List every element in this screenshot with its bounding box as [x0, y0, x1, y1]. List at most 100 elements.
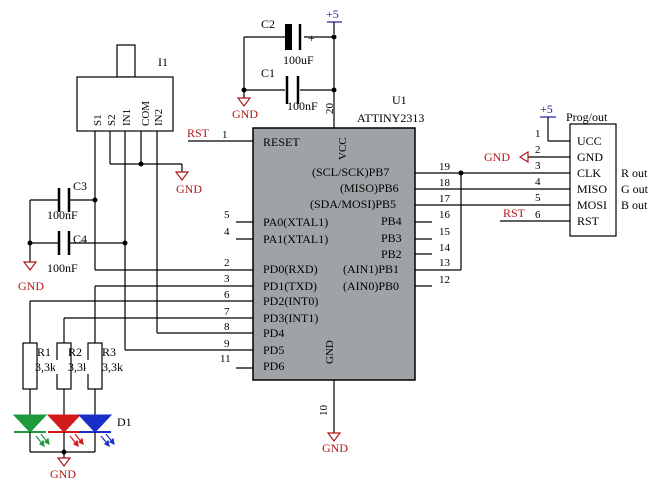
- sensor-tab: [116, 44, 136, 78]
- ground-label-caps: GND: [232, 107, 258, 121]
- chip-gnd-pin-number: 10: [318, 405, 330, 417]
- connector-title: Prog/out: [566, 110, 608, 124]
- led-blue-diode: [77, 414, 113, 433]
- connector-note-g-out: G out: [621, 182, 649, 196]
- led-red-arrows: [69, 433, 84, 448]
- ground-label-c3-c4: GND: [18, 279, 44, 293]
- chip-pin-number-1: 1: [222, 129, 228, 141]
- led-red-diode: [46, 414, 82, 433]
- chip-pin-label-pb2: PB2: [381, 247, 402, 261]
- ground-symbol-c3-c4: [22, 261, 38, 271]
- capacitor-c4-ref: C4: [73, 232, 87, 246]
- chip-pin-number-7: 7: [224, 306, 230, 318]
- capacitor-c4-value: 100nF: [47, 261, 78, 275]
- tilt-sensor-i1: I1 S1 S2 IN1 COM IN2: [76, 44, 174, 132]
- sensor-pin-com: COM: [140, 101, 152, 126]
- supply-section: +5 + C2 100uF C1 100nF GND: [232, 7, 342, 128]
- ground-label-led: GND: [50, 467, 76, 481]
- connector-note-r-out: R out: [621, 166, 648, 180]
- chip-pin-number-8: 8: [224, 321, 230, 333]
- connector-note-b-out: B out: [621, 198, 648, 212]
- chip-pin-number-18: 18: [439, 177, 451, 189]
- connector-body: [569, 123, 617, 237]
- connector-pin-number-3: 3: [535, 160, 541, 172]
- chip-pin-number-9: 9: [224, 338, 230, 350]
- reset-net-label-right: RST: [503, 206, 526, 220]
- resistor-r1-value: 3,3k: [35, 360, 56, 374]
- capacitor-c3-value: 100nF: [47, 208, 78, 222]
- connector-pin-label-clk: CLK: [577, 166, 601, 180]
- chip-pin-label-reset: RESET: [263, 135, 300, 149]
- supply-label-top: +5: [326, 7, 339, 21]
- connector-pin-label-ucc: UCC: [577, 134, 602, 148]
- led-ref: D1: [117, 415, 132, 429]
- chip-pin-label-pd6: PD6: [263, 359, 284, 373]
- resistor-r2-ref: R2: [68, 345, 82, 359]
- chip-pin-label-pb3: PB3: [381, 231, 402, 245]
- ground-symbol-connector: [518, 150, 529, 164]
- sensor-pin-s1: S1: [92, 114, 104, 126]
- connector-pin-label-rst: RST: [577, 214, 600, 228]
- sensor-body: [76, 76, 174, 132]
- chip-pin-number-15: 15: [439, 226, 451, 238]
- chip-vcc-pin-number: 20: [324, 103, 336, 115]
- capacitor-c2-plate: [285, 24, 292, 50]
- chip-pin-number-12: 12: [439, 274, 450, 286]
- programming-wires: RST 6 GND +5 1 2 3 4 5: [415, 102, 570, 271]
- ground-symbol-chip: [326, 432, 342, 442]
- chip-pin-number-17: 17: [439, 193, 451, 205]
- chip-vcc-label: VCC: [337, 137, 349, 160]
- chip-pin-number-16: 16: [439, 209, 451, 221]
- capacitor-c1-ref: C1: [261, 66, 275, 80]
- chip-pin-label-pb4: PB4: [381, 214, 402, 228]
- ground-label-sensor: GND: [176, 182, 202, 196]
- connector-pin-number-2: 2: [535, 144, 541, 156]
- chip-pin-label-pd3: PD3(INT1): [263, 311, 318, 325]
- connector-pin-label-miso: MISO: [577, 182, 607, 196]
- capacitor-c2-value: 100uF: [283, 53, 314, 67]
- led-blue-arrows: [100, 433, 115, 448]
- chip-pin-label-pd0: PD0(RXD): [263, 262, 318, 276]
- sensor-pin-s2: S2: [106, 114, 118, 126]
- connector-pin-label-mosi: MOSI: [577, 198, 607, 212]
- chip-pin-label-pd5: PD5: [263, 343, 284, 357]
- capacitors-c3-c4: C3 100nF C4 100nF GND: [18, 179, 128, 293]
- chip-pin-label-pd2: PD2(INT0): [263, 294, 318, 308]
- ground-symbol-caps: [236, 97, 252, 107]
- reset-net-label-left: RST: [187, 126, 210, 140]
- microcontroller-u1: U1 ATTINY2313 20 VCC GND 10 GND RESET PA…: [220, 93, 451, 455]
- chip-pin-label-pb0: (AIN0)PB0: [343, 279, 399, 293]
- chip-ref: U1: [392, 93, 407, 107]
- led-green-diode: [12, 414, 48, 433]
- capacitor-c2-polarity: +: [308, 31, 315, 45]
- chip-body: [252, 127, 416, 381]
- chip-pin-number-5: 5: [224, 209, 230, 221]
- chip-pin-label-pd1: PD1(TXD): [263, 279, 317, 293]
- ground-symbol-led: [56, 457, 72, 467]
- capacitor-c3-ref: C3: [73, 179, 87, 193]
- sensor-ref: I1: [158, 55, 168, 69]
- ground-label-chip: GND: [322, 441, 348, 455]
- programming-connector: Prog/out UCC GND CLK MISO MOSI RST R out…: [566, 110, 649, 237]
- supply-label-connector: +5: [540, 102, 553, 116]
- chip-pin-number-19: 19: [439, 161, 451, 173]
- resistor-r3-ref: R3: [102, 345, 116, 359]
- chip-name: ATTINY2313: [357, 111, 424, 125]
- chip-pin-label-pb1: (AIN1)PB1: [343, 262, 399, 276]
- led-driver: R1 3,3k R2 3,3k R3 3,3k D1: [12, 285, 253, 481]
- connector-pin-number-4: 4: [535, 176, 541, 188]
- chip-pin-number-11: 11: [220, 353, 231, 365]
- chip-pin-number-13: 13: [439, 257, 451, 269]
- chip-pin-number-2: 2: [224, 257, 230, 269]
- chip-pin-label-pb6: (MISO)PB6: [340, 181, 399, 195]
- capacitor-c2-ref: C2: [261, 17, 275, 31]
- chip-gnd-label: GND: [324, 340, 336, 364]
- chip-pin-number-4: 4: [224, 226, 230, 238]
- chip-pin-number-6: 6: [224, 289, 230, 301]
- chip-pin-label-pb7: (SCL/SCK)PB7: [312, 165, 389, 179]
- ground-symbol-sensor: [174, 171, 190, 181]
- resistor-r3: [87, 342, 103, 390]
- chip-pin-label-pa1: PA1(XTAL1): [263, 232, 328, 246]
- sensor-pin-in2: IN2: [153, 109, 165, 126]
